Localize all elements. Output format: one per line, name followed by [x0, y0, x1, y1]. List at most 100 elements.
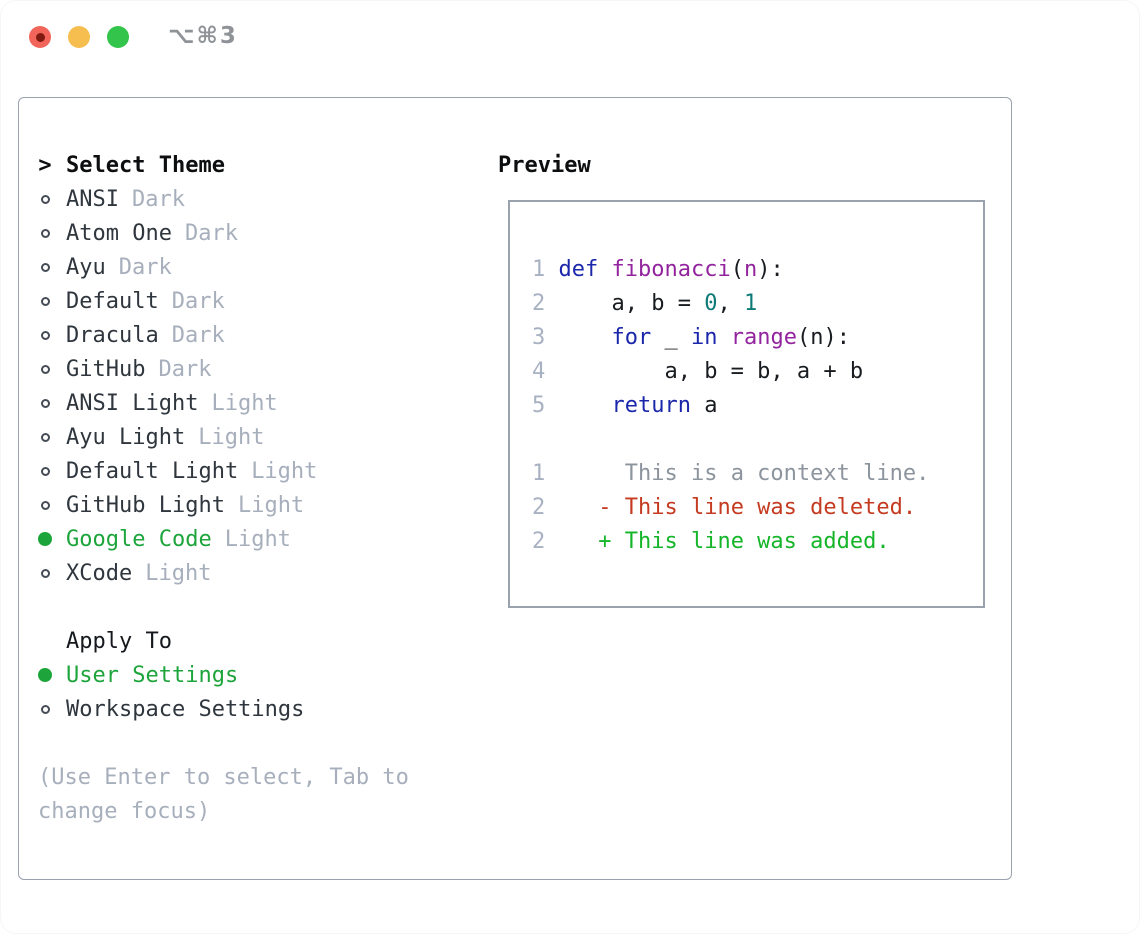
line-number: 1	[532, 461, 546, 486]
diff-marker: +	[598, 529, 625, 554]
window-title: ⌥⌘3	[168, 23, 238, 49]
radio-selected-icon	[38, 668, 52, 682]
line-number: 2	[532, 529, 546, 554]
unsaved-changes-icon	[35, 32, 45, 42]
apply-to-header: Apply To	[38, 624, 409, 658]
window-controls	[29, 26, 129, 48]
code-line: 5 return a	[532, 389, 929, 423]
theme-name: ANSI Light	[66, 390, 199, 416]
theme-name: Default	[66, 288, 159, 314]
theme-variant: Dark	[131, 186, 185, 212]
theme-name: Ayu	[66, 254, 106, 280]
close-button[interactable]	[29, 26, 51, 48]
radio-icon	[38, 296, 52, 306]
select-theme-header: > Select Theme	[38, 148, 409, 182]
theme-name: Default Light	[66, 458, 239, 484]
diff-marker	[598, 461, 625, 486]
theme-option-default[interactable]: Default Dark	[38, 284, 409, 318]
apply-to-label: Apply To	[66, 628, 172, 654]
theme-name: Atom One	[66, 220, 172, 246]
theme-variant: Dark	[171, 288, 225, 314]
line-number: 3	[532, 325, 546, 350]
theme-name: Google Code	[66, 526, 212, 552]
diff-line-context: 1 This is a context line.	[532, 457, 929, 491]
open-dot-icon	[40, 194, 50, 204]
code-token	[717, 325, 730, 350]
apply-option-user-settings[interactable]: User Settings	[38, 658, 409, 692]
theme-name: XCode	[66, 560, 133, 586]
diff-line-deleted: 2 - This line was deleted.	[532, 491, 929, 525]
open-dot-icon	[40, 228, 50, 238]
code-token: for	[611, 325, 652, 350]
preview-header: Preview	[498, 152, 591, 178]
open-dot-icon	[40, 262, 50, 272]
line-number: 2	[532, 291, 546, 316]
open-dot-icon	[40, 296, 50, 306]
radio-icon	[38, 194, 52, 204]
diff-text: This line was added.	[624, 529, 890, 554]
theme-option-github[interactable]: GitHub Dark	[38, 352, 409, 386]
theme-variant: Light	[211, 390, 278, 416]
open-dot-icon	[40, 704, 50, 714]
theme-option-ansi-light[interactable]: ANSI Light Light	[38, 386, 409, 420]
theme-variant: Dark	[184, 220, 238, 246]
theme-option-github-light[interactable]: GitHub Light Light	[38, 488, 409, 522]
help-text-line: (Use Enter to select, Tab to	[38, 764, 409, 790]
help-text-line: change focus)	[38, 798, 211, 824]
radio-icon	[38, 364, 52, 374]
theme-variant: Light	[237, 492, 305, 518]
line-number: 1	[532, 257, 546, 282]
code-token: a	[690, 393, 718, 418]
code-token: (	[730, 257, 744, 282]
theme-option-xcode[interactable]: XCode Light	[38, 556, 409, 590]
open-dot-icon	[40, 330, 50, 340]
theme-option-ayu[interactable]: Ayu Dark	[38, 250, 409, 284]
open-dot-icon	[40, 364, 50, 374]
code-token	[559, 393, 612, 418]
theme-name: Ayu Light	[66, 424, 186, 450]
line-number: 4	[532, 359, 546, 384]
code-token: (n):	[796, 325, 850, 350]
theme-variant: Light	[145, 560, 212, 586]
cursor-icon: >	[38, 152, 52, 178]
apply-option-workspace-settings[interactable]: Workspace Settings	[38, 692, 409, 726]
radio-icon	[38, 330, 52, 340]
radio-selected-icon	[38, 532, 52, 546]
radio-icon	[38, 500, 52, 510]
spacer	[38, 726, 409, 760]
code-token: ):	[757, 257, 784, 282]
theme-variant: Light	[198, 424, 265, 450]
theme-option-default-light[interactable]: Default Light Light	[38, 454, 409, 488]
code-line: 3 for _ in range(n):	[532, 321, 929, 355]
theme-variant: Light	[251, 458, 318, 484]
open-dot-icon	[40, 466, 50, 476]
code-line: 4 a, b = b, a + b	[532, 355, 929, 389]
theme-name: Dracula	[66, 322, 159, 348]
filled-dot-icon	[38, 668, 52, 682]
blank-line	[532, 423, 929, 457]
apply-option-name: User Settings	[66, 662, 239, 688]
maximize-button[interactable]	[107, 26, 129, 48]
diff-line-added: 2 + This line was added.	[532, 525, 929, 559]
theme-variant: Dark	[118, 254, 172, 280]
theme-variant: Dark	[158, 356, 212, 382]
theme-option-ayu-light[interactable]: Ayu Light Light	[38, 420, 409, 454]
radio-icon	[38, 398, 52, 408]
theme-name: GitHub	[66, 356, 146, 382]
theme-name: GitHub Light	[66, 492, 225, 518]
code-token	[559, 325, 612, 350]
code-token	[598, 257, 611, 282]
minimize-button[interactable]	[68, 26, 90, 48]
code-token: a, b =	[558, 291, 705, 316]
radio-icon	[38, 704, 52, 714]
code-token: n	[743, 257, 758, 282]
theme-name: ANSI	[66, 186, 119, 212]
theme-option-ansi[interactable]: ANSI Dark	[38, 182, 409, 216]
code-token: 1	[743, 291, 758, 316]
theme-option-atom-one[interactable]: Atom One Dark	[38, 216, 409, 250]
code-token: _	[651, 325, 691, 350]
